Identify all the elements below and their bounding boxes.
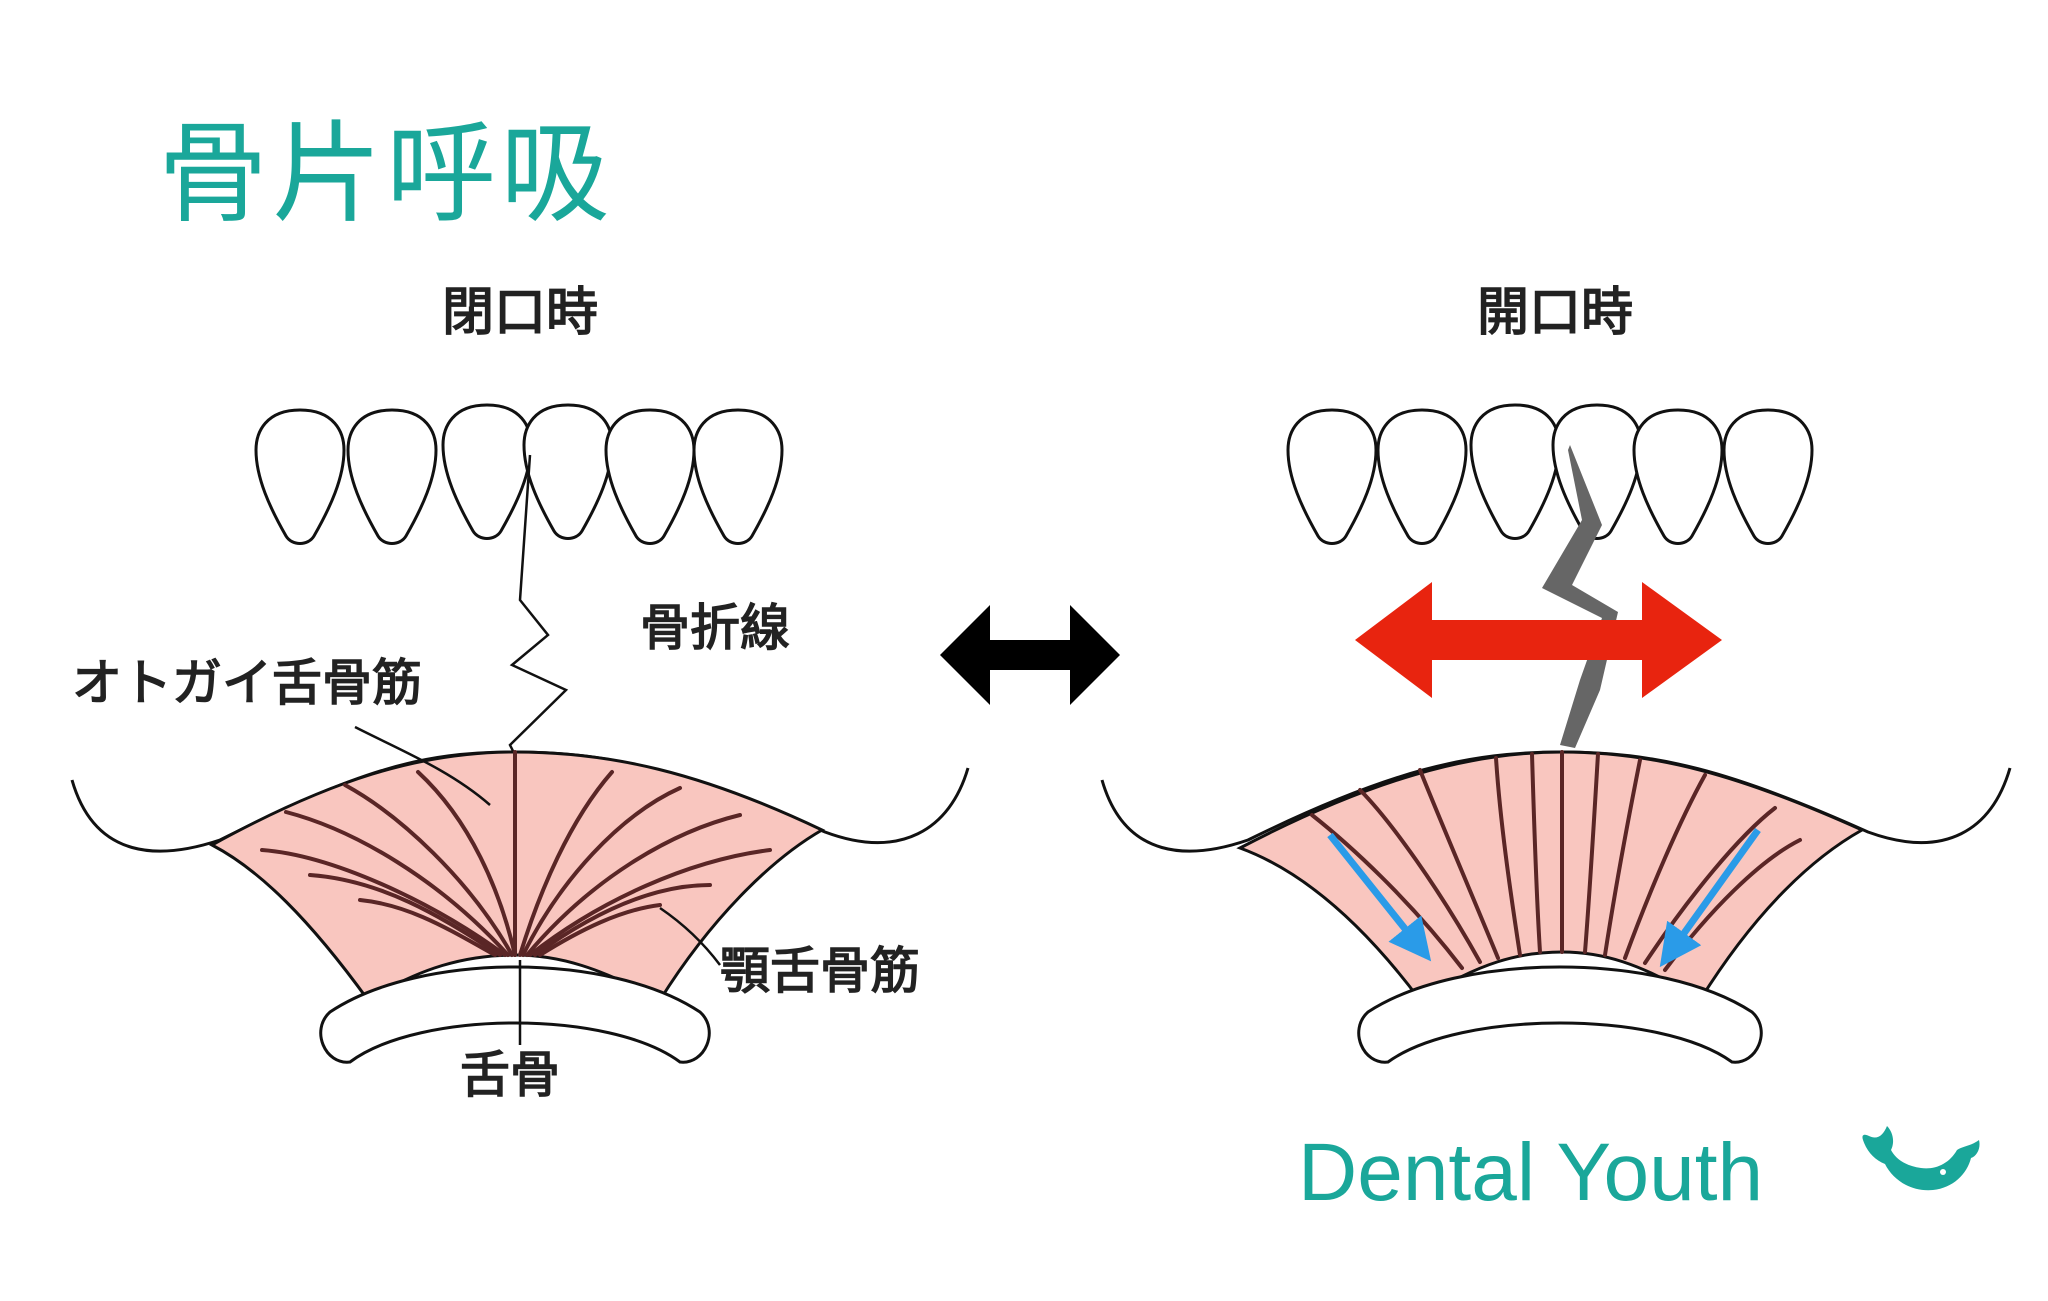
left-heading: 閉口時 <box>442 283 598 343</box>
left-panel: 閉口時 <box>70 283 970 1104</box>
right-fracture-gap <box>1542 445 1618 748</box>
left-fracture-line <box>508 454 569 756</box>
geniohyoid-label: オトガイ舌骨筋 <box>72 654 422 712</box>
left-teeth <box>254 403 784 545</box>
fracture-line-label: 骨折線 <box>640 599 790 657</box>
left-muscle-fibers <box>260 750 772 957</box>
whale-icon <box>1862 1126 1980 1191</box>
mylohyoid-leader <box>659 906 721 966</box>
right-muscle <box>1236 750 1866 1003</box>
right-panel: 開口時 <box>1100 283 2012 1064</box>
pull-arrow-left-icon <box>1327 832 1432 962</box>
right-muscle-fibers <box>1310 750 1802 972</box>
right-heading: 開口時 <box>1477 283 1633 343</box>
mylohyoid-label: 顎舌骨筋 <box>720 942 920 1000</box>
double-arrow-icon <box>940 605 1120 705</box>
brand-name: Dental Youth <box>1298 1127 1763 1218</box>
geniohyoid-leader <box>354 725 491 806</box>
right-teeth <box>1286 403 1814 545</box>
hyoid-label: 舌骨 <box>460 1046 560 1104</box>
right-hyoid <box>1357 965 1763 1064</box>
left-hyoid <box>319 965 711 1064</box>
force-arrow-icon <box>1355 582 1722 698</box>
pull-arrow-right-icon <box>1659 827 1761 968</box>
page-title: 骨片呼吸 <box>158 110 614 238</box>
